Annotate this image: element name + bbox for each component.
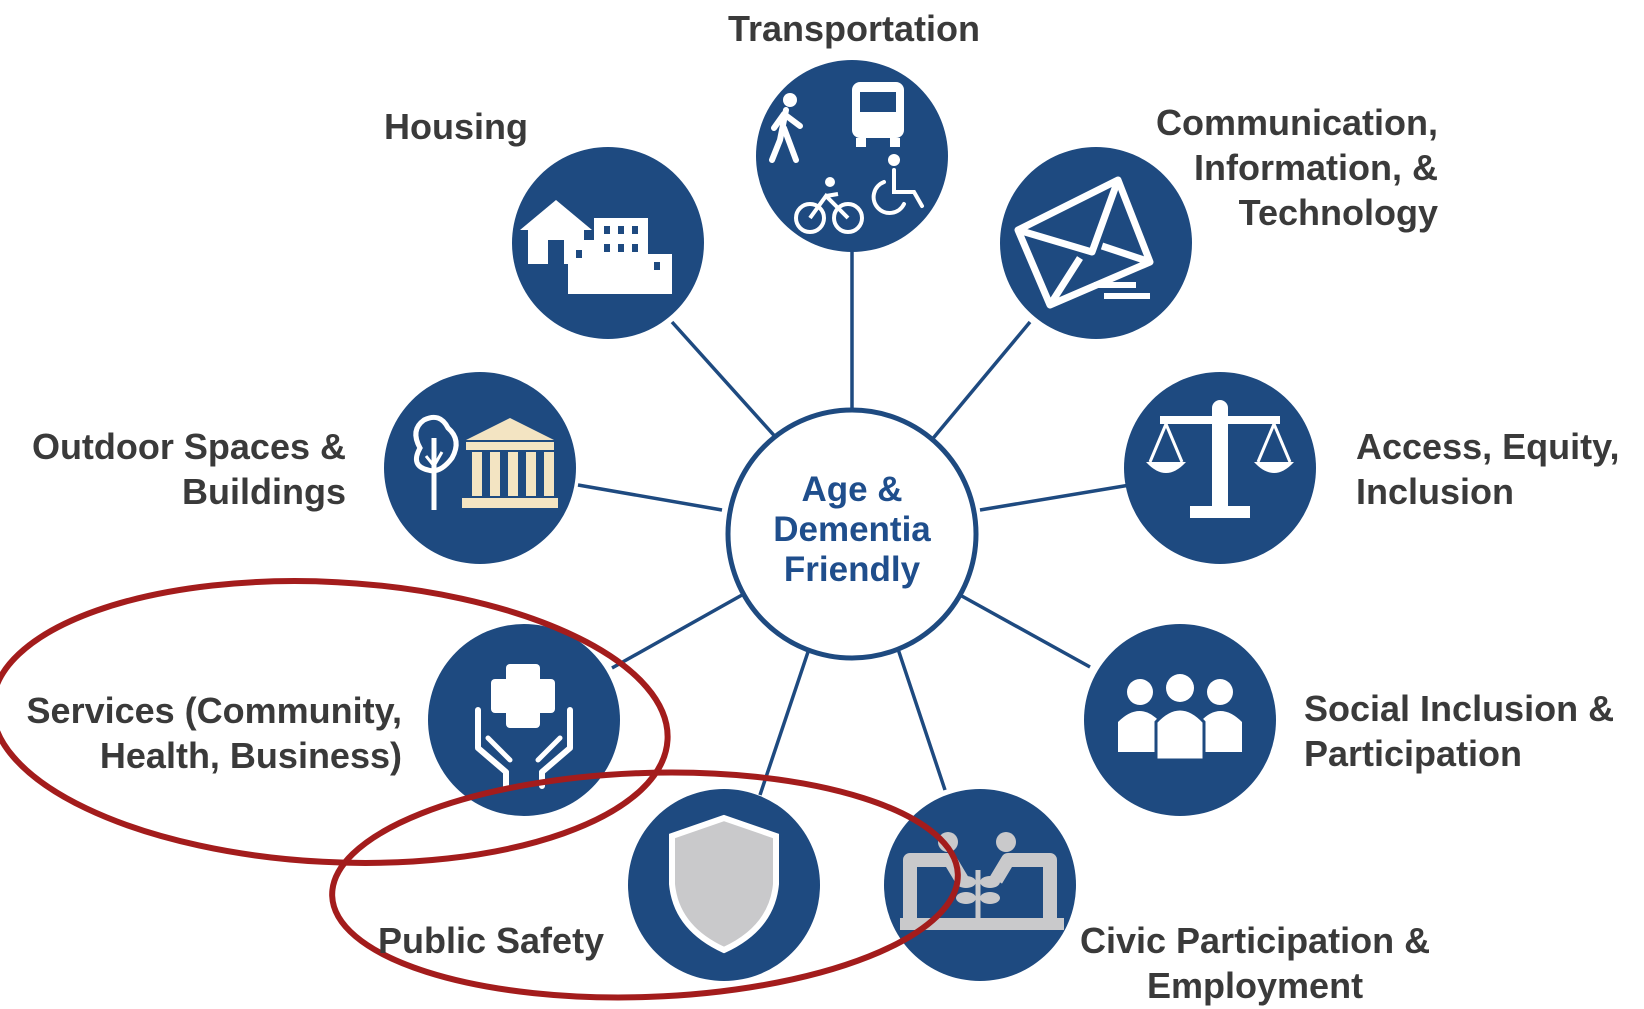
highlight-annotations: [0, 578, 961, 1001]
connector-access: [979, 483, 1131, 512]
envelope-icon: [1014, 176, 1154, 309]
scales-icon: [1146, 400, 1294, 518]
label-housing-line-1: Housing: [384, 106, 528, 147]
house-icon: [520, 200, 672, 294]
connector-lines: [577, 245, 1131, 796]
people-icon: [1118, 674, 1242, 762]
care-hands-icon: [475, 664, 573, 789]
label-safety-line-1: Public Safety: [378, 920, 605, 961]
label-housing: Housing: [384, 104, 528, 149]
label-transportation-line-1: Transportation: [728, 8, 981, 49]
label-transportation: Transportation: [728, 6, 980, 51]
connector-services: [611, 593, 743, 670]
label-access-line-2: Inclusion: [1356, 471, 1515, 512]
transportation-icon: [769, 82, 924, 234]
center-hub-label: Age & Dementia Friendly: [742, 470, 962, 590]
label-civic-line-2: Employment: [1147, 965, 1364, 1006]
label-safety: Public Safety: [378, 918, 604, 963]
shield-icon: [669, 814, 779, 954]
label-social-line-2: Participation: [1304, 733, 1523, 774]
label-services-line-1: Services (Community,: [26, 690, 402, 731]
label-communication-line-3: Technology: [1238, 192, 1438, 233]
label-civic: Civic Participation & Employment: [1080, 918, 1430, 1008]
label-communication-line-1: Communication,: [1155, 102, 1438, 143]
center-hub: [725, 407, 979, 661]
transportation-node: [756, 60, 948, 252]
label-access-line-1: Access, Equity,: [1356, 426, 1620, 467]
label-social-line-1: Social Inclusion &: [1304, 688, 1615, 729]
connector-outdoor: [577, 483, 723, 512]
center-line-1: Age &: [801, 470, 903, 509]
label-social: Social Inclusion & Participation: [1304, 686, 1614, 776]
label-communication: Communication, Information, & Technology: [1156, 100, 1438, 235]
label-outdoor-line-2: Buildings: [182, 471, 346, 512]
label-services-line-2: Health, Business): [99, 735, 402, 776]
label-access: Access, Equity, Inclusion: [1356, 424, 1619, 514]
center-line-2: Dementia: [773, 510, 931, 549]
label-outdoor: Outdoor Spaces & Buildings: [32, 424, 346, 514]
connector-civic: [893, 639, 947, 791]
connector-safety: [758, 639, 814, 796]
highlight-ellipse-services: [0, 578, 671, 866]
label-outdoor-line-1: Outdoor Spaces &: [31, 426, 346, 467]
label-civic-line-1: Civic Participation &: [1080, 920, 1431, 961]
tree-building-icon: [413, 414, 558, 510]
connector-social: [959, 593, 1091, 669]
connector-communication: [928, 320, 1032, 444]
connector-housing: [670, 320, 782, 444]
label-services: Services (Community, Health, Business): [27, 688, 402, 778]
label-communication-line-2: Information, &: [1194, 147, 1438, 188]
center-line-3: Friendly: [783, 550, 921, 589]
highlight-ellipse-safety: [329, 769, 961, 1001]
